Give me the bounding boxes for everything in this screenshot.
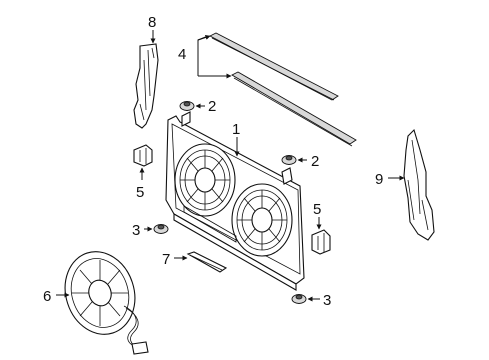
fan-shroud <box>165 111 305 291</box>
callout-2-right: 2 <box>311 153 319 170</box>
nut-right <box>281 155 297 165</box>
callout-leaders <box>56 30 405 302</box>
bracket-left <box>133 144 153 167</box>
callout-4: 4 <box>178 46 186 63</box>
callout-8: 8 <box>148 14 156 31</box>
bracket-right <box>311 229 331 255</box>
air-deflector-right <box>403 128 435 241</box>
callout-5-left: 5 <box>136 184 144 201</box>
callout-1: 1 <box>232 121 240 138</box>
air-deflector-left <box>133 43 159 129</box>
nut-left <box>153 224 169 234</box>
nut-upper <box>179 101 195 111</box>
callout-5-right: 5 <box>313 201 321 218</box>
callout-2-upper: 2 <box>208 98 216 115</box>
callout-7: 7 <box>162 251 170 268</box>
seal-strips <box>209 32 357 147</box>
callout-6: 6 <box>43 288 51 305</box>
fan-motor-assembly <box>64 251 149 355</box>
callout-9: 9 <box>375 171 383 188</box>
nut-bottom <box>291 294 307 304</box>
seal-pad <box>186 251 228 273</box>
callout-3-bottom: 3 <box>323 292 331 309</box>
callout-3-left: 3 <box>132 222 140 239</box>
